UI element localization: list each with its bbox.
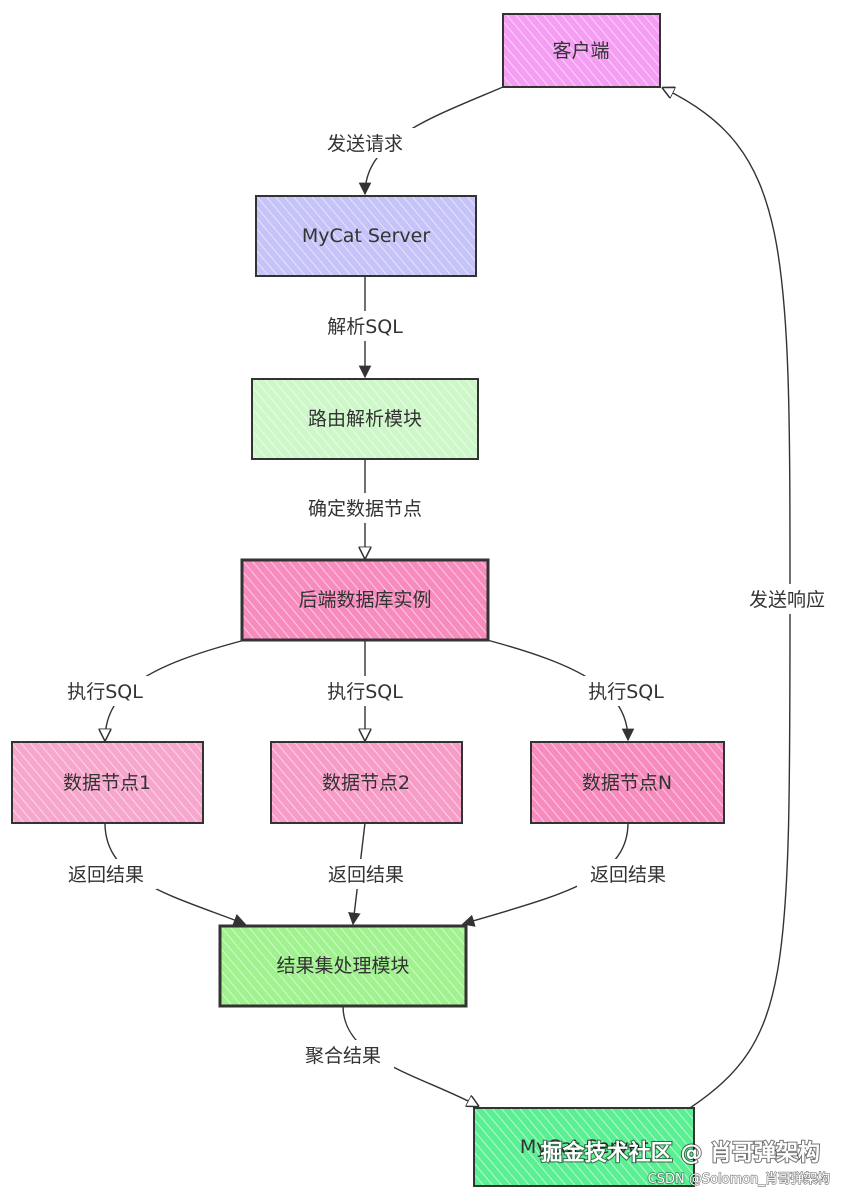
watermark-main-text: 掘金技术社区 @ 肖哥弹架构 xyxy=(541,1140,820,1166)
node-result-module-label: 结果集处理模块 xyxy=(276,955,409,977)
label-exec-sql-1: 执行SQL xyxy=(67,681,143,703)
label-parse-sql: 解析SQL xyxy=(327,316,403,338)
label-return-1: 返回结果 xyxy=(68,864,144,886)
label-bg xyxy=(293,493,437,523)
label-bg xyxy=(292,1040,394,1070)
nodes: 客户端 MyCat Server 路由解析模块 后端数据库实例 数据节点1 xyxy=(11,13,725,1187)
label-exec-sql-n: 执行SQL xyxy=(588,681,664,703)
label-aggregate: 聚合结果 xyxy=(305,1045,381,1067)
label-bg xyxy=(312,128,417,158)
label-send-response: 发送响应 xyxy=(749,589,825,611)
node-data-node-n: 数据节点N xyxy=(530,741,725,824)
node-mycat-server-label: MyCat Server xyxy=(302,225,431,247)
node-data-node-2-label: 数据节点2 xyxy=(322,772,410,794)
label-return-n: 返回结果 xyxy=(590,864,666,886)
node-result-module: 结果集处理模块 xyxy=(218,924,468,1008)
node-routing-module: 路由解析模块 xyxy=(251,378,479,460)
watermark-sub-text: CSDN @Solomon_肖哥弹架构 xyxy=(648,1172,830,1187)
node-client-label: 客户端 xyxy=(552,40,609,62)
label-bg xyxy=(579,676,674,706)
label-bg xyxy=(58,676,153,706)
label-determine-nodes: 确定数据节点 xyxy=(308,498,422,520)
label-return-2: 返回结果 xyxy=(328,864,404,886)
label-bg xyxy=(736,584,838,614)
node-mycat-server-out: MyCat Server xyxy=(473,1107,695,1187)
label-exec-sql-2: 执行SQL xyxy=(327,681,403,703)
node-routing-module-label: 路由解析模块 xyxy=(308,408,422,430)
node-mycat-server: MyCat Server xyxy=(255,195,477,277)
edge-labels: 发送请求 解析SQL 确定数据节点 执行SQL 执行SQL 执行SQL 返回结果… xyxy=(55,128,838,1070)
node-data-node-n-label: 数据节点N xyxy=(582,772,672,794)
node-data-node-1-label: 数据节点1 xyxy=(63,772,151,794)
label-send-request: 发送请求 xyxy=(327,133,403,155)
node-data-node-2: 数据节点2 xyxy=(270,741,463,824)
label-bg xyxy=(318,311,413,341)
label-bg xyxy=(318,676,413,706)
node-backend-instances: 后端数据库实例 xyxy=(240,558,490,642)
node-data-node-1: 数据节点1 xyxy=(11,741,204,824)
node-mycat-server-out-label: MyCat Server xyxy=(520,1136,649,1158)
label-bg xyxy=(577,859,679,889)
label-bg xyxy=(55,859,157,889)
node-client: 客户端 xyxy=(502,13,661,88)
watermark: 掘金技术社区 @ 肖哥弹架构 CSDN @Solomon_肖哥弹架构 xyxy=(540,1139,831,1188)
label-bg xyxy=(315,859,417,889)
node-backend-instances-label: 后端数据库实例 xyxy=(298,589,431,611)
